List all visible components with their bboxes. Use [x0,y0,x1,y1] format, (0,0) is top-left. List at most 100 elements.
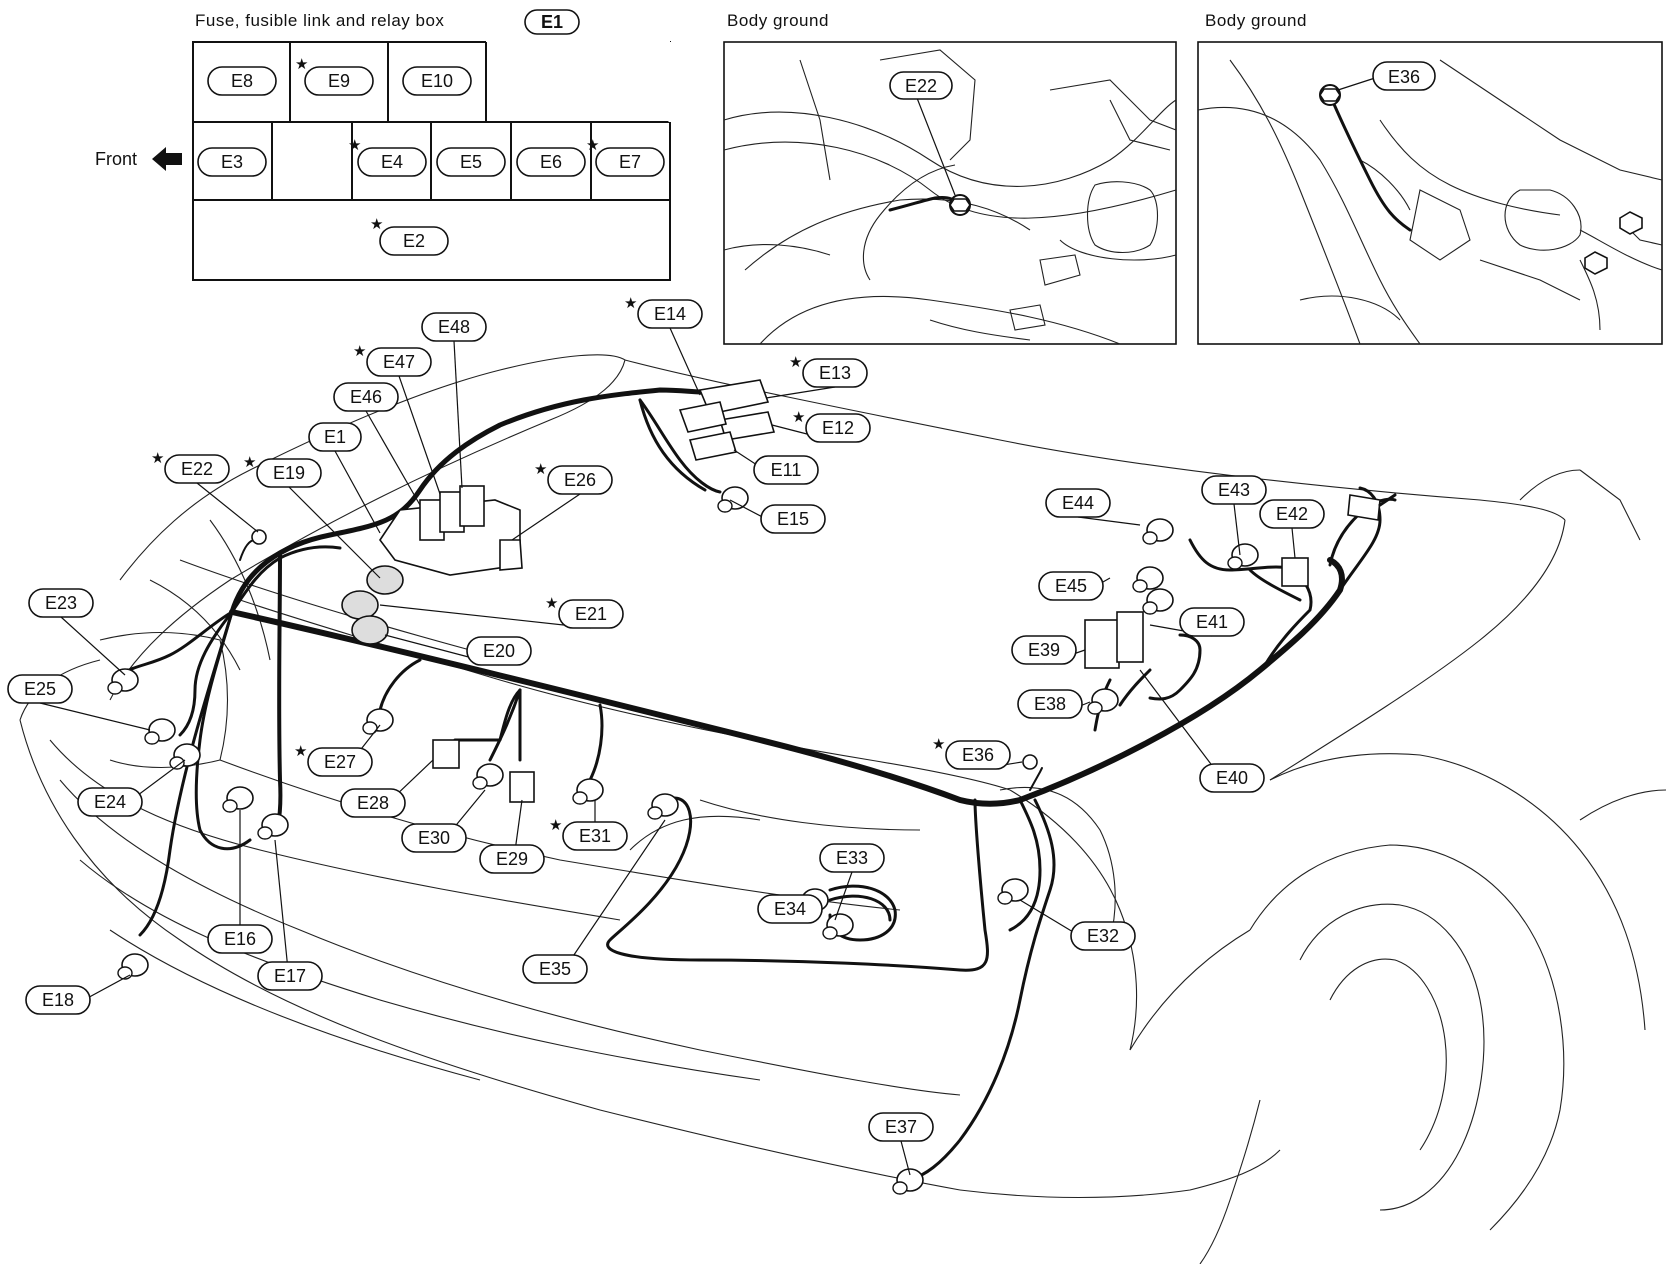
front-arrow-icon [152,147,182,171]
connector-id: E48 [438,317,470,337]
inset-right-connector: E36 [1388,67,1420,87]
connector-id: E26 [564,470,596,490]
connector-id: E34 [774,899,806,919]
connector-id: E29 [496,849,528,869]
connector-label-e13: E13★ [789,353,868,388]
connector-id: E28 [357,793,389,813]
connector-label-e42: E42 [1259,499,1325,529]
fuse-connector-e4: E4★ [348,136,427,177]
connector-id: E40 [1216,768,1248,788]
part-e22 [251,529,267,545]
connector-part-e16 [222,786,254,813]
connector-label-e16: E16 [207,924,273,954]
connector-label-e34: E34 [757,894,823,924]
connector-label-e11: E11 [753,455,819,485]
connector-id: E33 [836,848,868,868]
connector-label-e40: E40 [1199,763,1265,793]
connector-label-e36: E36 ★ [932,735,1011,770]
connector-label-e37: E37 [868,1112,934,1142]
connector-label-e21: E21 ★ [545,594,624,629]
leader-e21 [379,604,592,629]
connector-part-e18 [117,953,149,980]
connector-label-e28: E28 [340,788,406,818]
connector-part-e45 [1132,566,1164,593]
star-icon: ★ [624,294,637,312]
connector-id: E24 [94,792,126,812]
leader-e23 [60,616,126,676]
inset-left-connector: E22 [905,76,937,96]
upper-trunk-wire [229,387,723,615]
fuse-connector-label: E5 [460,152,482,172]
inset-right-frame [1197,41,1663,345]
star-icon: ★ [932,735,945,753]
harness-parts [107,379,1397,1195]
connector-id: E1 [324,427,346,447]
part-e28 [432,739,460,769]
part-e13 [678,401,727,433]
star-icon: ★ [243,453,256,471]
connector-label-e24: E24 [77,787,143,817]
fuse-connector-label: E7 [619,152,641,172]
connector-id: E30 [418,828,450,848]
star-icon: ★ [545,594,558,612]
connector-id: E20 [483,641,515,661]
connector-id: E21 [575,604,607,624]
connector-label-e31: E31★ [549,816,628,851]
connector-id: E43 [1218,480,1250,500]
star-icon: ★ [549,816,562,834]
connector-id: E35 [539,959,571,979]
fuse-box-title-ref-pill [524,9,580,35]
fuse-connector-e6: E6 [516,147,586,177]
connector-part-e35 [647,793,679,820]
connector-label-e22: E22★ [151,449,230,484]
part-e42 [1281,557,1309,587]
part-e36 [1022,754,1038,770]
part-e29 [509,771,535,803]
connector-part-e44 [1142,518,1174,545]
connector-id: E17 [274,966,306,986]
connector-id: E12 [822,418,854,438]
part-e11 [688,431,738,461]
connector-id: E37 [885,1117,917,1137]
leader-e47 [398,375,441,495]
leader-e42 [1291,527,1296,559]
connector-part-e15 [717,486,749,513]
connector-id: E36 [962,745,994,765]
leader-e25 [39,702,151,731]
connector-part-e31 [572,778,604,805]
connector-part-e37 [892,1168,924,1195]
connector-label-e17: E17 [257,961,323,991]
connector-part-e23 [107,668,139,695]
star-icon: ★ [370,215,383,233]
connector-id: E13 [819,363,851,383]
connector-part-e30 [472,763,504,790]
connector-id: E25 [24,679,56,699]
leader-e22 [196,482,259,533]
connector-label-e39: E39 [1011,635,1077,665]
leader-e33 [834,871,853,921]
fuse-connector-label: E9 [328,71,350,91]
connector-label-e15: E15 [760,504,826,534]
inset-right-pill [1372,61,1436,91]
fuse-connector-e5: E5 [436,147,506,177]
inset-right-sketch [1197,59,1663,345]
fuse-connector-e8: E8 [207,66,277,96]
connector-label-e30: E30 [401,823,467,853]
fuse-connector-e3: E3 [197,147,267,177]
connector-label-e43: E43 [1201,475,1267,505]
part-e19 [366,565,404,595]
connector-id: E27 [324,752,356,772]
star-icon: ★ [294,742,307,760]
fuse-connector-label: E6 [540,152,562,172]
connector-label-e12: E12★ [792,408,871,443]
fuse-connector-label: E2 [403,231,425,251]
connector-part-e43 [1227,543,1259,570]
connector-label-e44: E44 [1045,488,1111,518]
connector-label-e14: E14★ [624,294,703,329]
connector-label-e26: E26★ [534,460,613,495]
connector-id: E23 [45,593,77,613]
connector-label-e45: E45 [1038,571,1104,601]
star-icon: ★ [353,342,366,360]
leader-e13 [765,386,836,399]
fuse-box-title: Fuse, fusible link and relay box [195,11,444,30]
